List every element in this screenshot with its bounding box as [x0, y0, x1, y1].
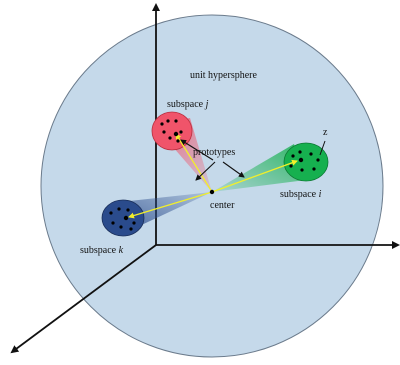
subspace-j-cluster [151, 111, 193, 151]
data-point [316, 158, 320, 162]
label-subspace-i: subspace i [280, 189, 322, 200]
label-subspace-i-prefix: subspace [280, 189, 317, 200]
subspace-k-points [109, 207, 136, 231]
data-point [109, 211, 113, 215]
data-point [168, 136, 172, 140]
data-point [312, 167, 316, 171]
data-point [291, 154, 295, 158]
label-subspace-j: subspace j [167, 99, 209, 110]
prototypes-pointer-2 [195, 161, 216, 181]
data-point [179, 130, 183, 134]
prototype-point [173, 131, 179, 137]
label-z: z [323, 127, 328, 138]
data-point [298, 150, 302, 154]
subspace-i-points [289, 150, 320, 172]
prototype-arrow-i [211, 159, 298, 193]
data-point [300, 168, 304, 172]
center-point [209, 189, 215, 195]
label-prototypes: prototypes [193, 147, 235, 158]
data-point [126, 208, 130, 212]
subspace-j-points [160, 119, 183, 143]
label-subspace-j-var: j [204, 99, 209, 110]
label-subspace-k-var: k [119, 245, 124, 256]
subspace-i-cluster [283, 142, 329, 182]
data-point [160, 122, 164, 126]
data-point [174, 119, 178, 123]
z-pointer [319, 140, 326, 156]
prototypes-pointer-3 [222, 161, 245, 178]
data-point [111, 221, 115, 225]
label-subspace-k-prefix: subspace [80, 245, 117, 256]
data-point [129, 227, 133, 231]
subspace-k-cluster [101, 199, 145, 237]
data-point [289, 164, 293, 168]
data-point [176, 139, 180, 143]
data-point [162, 130, 166, 134]
data-point [132, 221, 136, 225]
data-point [166, 119, 170, 123]
cone-subspace-i [212, 144, 306, 192]
prototype-arrow-k [128, 191, 213, 219]
prototypes-pointer-1 [180, 139, 214, 161]
data-point [117, 207, 121, 211]
label-subspace-k: subspace k [80, 245, 124, 256]
prototype-point [123, 215, 129, 221]
axis-diagonal [10, 244, 157, 354]
diagram-title: unit hypersphere [190, 70, 257, 81]
unit-hypersphere [40, 14, 384, 358]
data-point [119, 225, 123, 229]
label-subspace-i-var: i [319, 189, 322, 200]
data-point [309, 152, 313, 156]
label-subspace-j-prefix: subspace [167, 99, 204, 110]
label-center: center [210, 200, 235, 211]
prototype-point [298, 157, 304, 163]
